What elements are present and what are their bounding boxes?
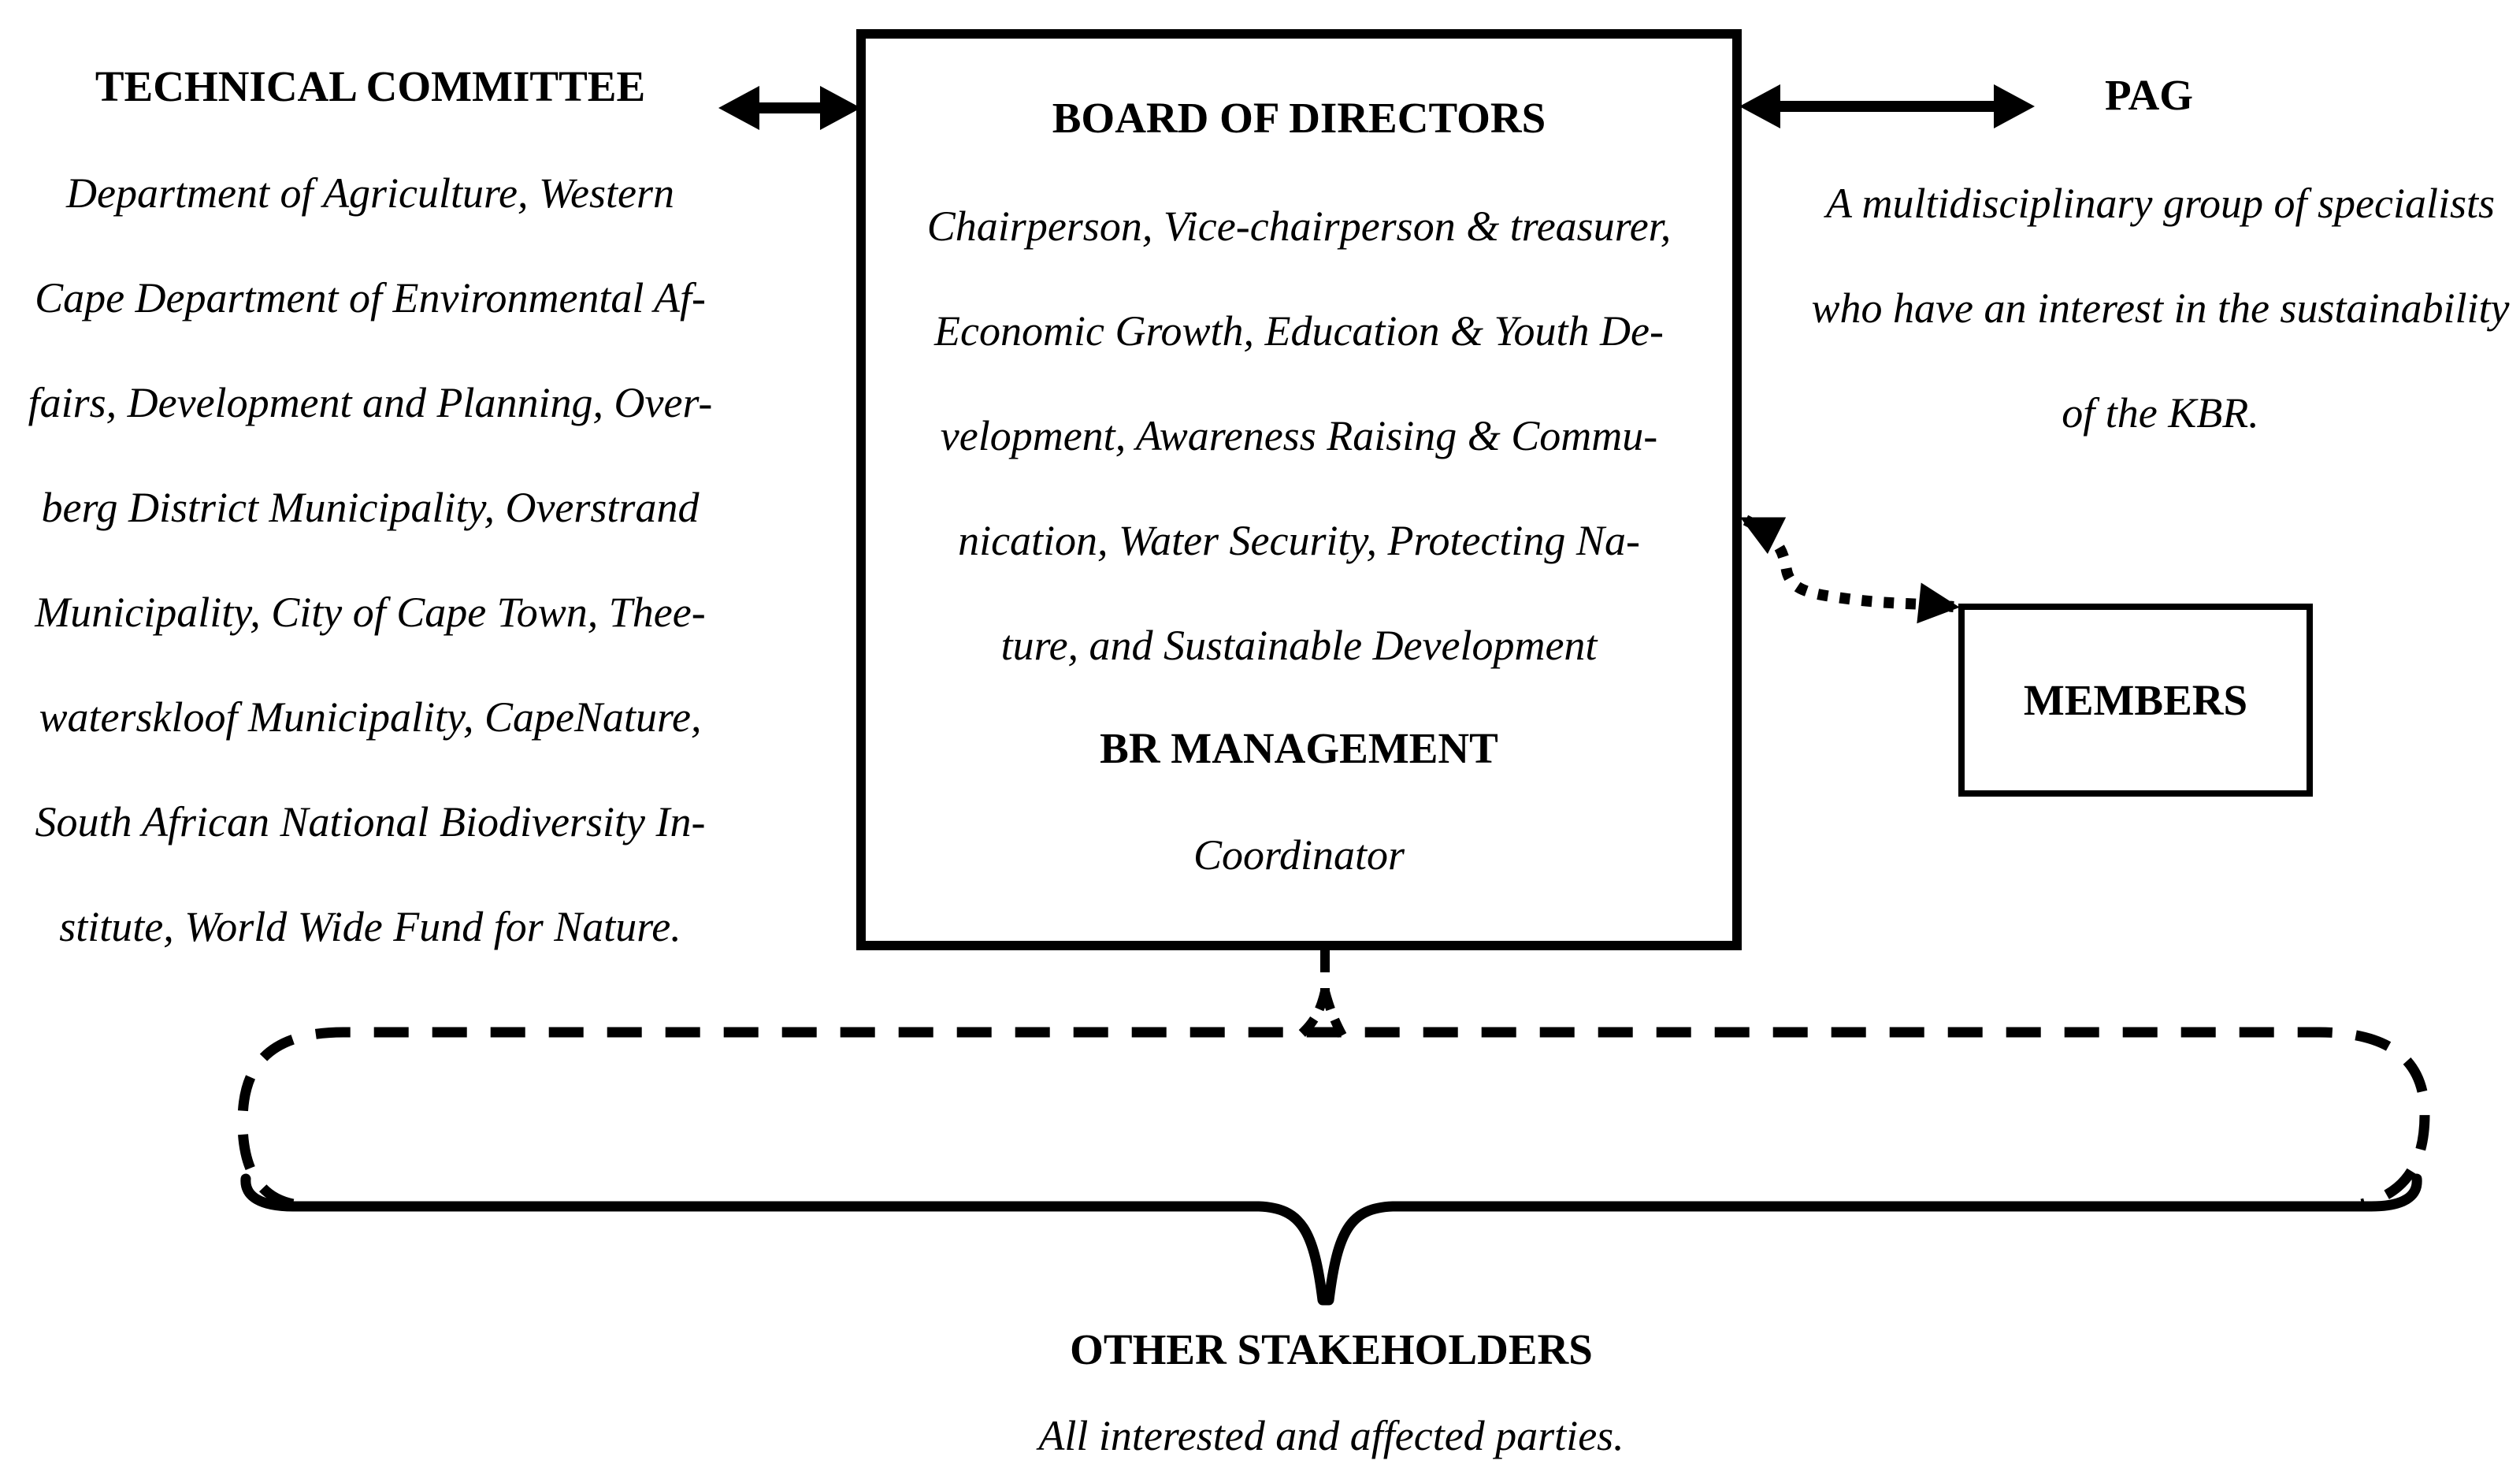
other-stakeholders-title: OTHER STAKEHOLDERS — [1070, 1325, 1593, 1373]
members-box — [1958, 604, 2313, 797]
text-line: berg District Municipality, Overstrand — [41, 484, 700, 531]
dotted-curve-arrow-icon — [1740, 515, 1960, 624]
other-stakeholders-subtitle: All interested and affected parties. — [1038, 1412, 1624, 1459]
text-line: Department of Agriculture, Western — [66, 169, 674, 217]
text-line: ture, and Sustainable Development — [1000, 622, 1598, 669]
text-line: Chairperson, Vice-chairperson & treasure… — [926, 203, 1672, 250]
text-line: who have an interest in the sustainabili… — [1811, 284, 2510, 332]
pag-description: A multidisciplinary group of specialists… — [1804, 151, 2517, 466]
text-line: Cape Department of Environmental Af- — [35, 274, 706, 321]
text-line: South African National Biodiversity In- — [35, 798, 706, 845]
double-arrow-right-icon — [1739, 84, 2035, 128]
text-line: A multidisciplinary group of specialists — [1826, 180, 2495, 227]
br-management-role: Coordinator — [1193, 831, 1405, 879]
double-arrow-left-icon — [718, 86, 861, 130]
text-line: stitute, World Wide Fund for Nature. — [59, 903, 681, 950]
board-title: BOARD OF DIRECTORS — [1052, 94, 1546, 142]
brace-icon — [240, 1173, 2422, 1306]
board-description: Chairperson, Vice-chairperson & treasure… — [870, 174, 1728, 698]
members-label: MEMBERS — [2023, 676, 2248, 724]
pag-title: PAG — [2104, 71, 2193, 119]
stakeholder-boundary — [237, 1027, 2430, 1210]
technical-committee-title: TECHNICAL COMMITTEE — [95, 62, 646, 110]
br-management-title: BR MANAGEMENT — [1100, 724, 1498, 772]
text-line: velopment, Awareness Raising & Commu- — [940, 412, 1658, 459]
board-box — [856, 29, 1742, 950]
text-line: of the KBR. — [2062, 389, 2259, 437]
text-line: nication, Water Security, Protecting Na- — [958, 517, 1640, 564]
text-line: Economic Growth, Education & Youth De- — [934, 307, 1664, 355]
text-line: Municipality, City of Cape Town, Thee- — [35, 589, 706, 636]
text-line: waterskloof Municipality, CapeNature, — [39, 693, 702, 741]
text-line: fairs, Development and Planning, Over- — [28, 379, 713, 426]
dashed-connector — [1296, 950, 1347, 1039]
technical-committee-description: Department of Agriculture, Western Cape … — [8, 141, 733, 979]
